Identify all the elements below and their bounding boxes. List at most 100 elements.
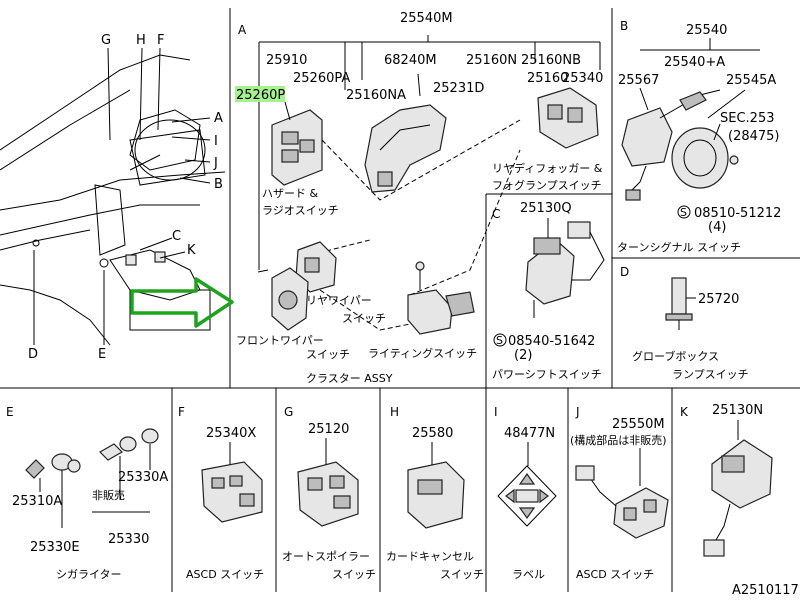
overview-label-i: I [214, 134, 218, 149]
part-25130n: 25130N [712, 403, 763, 418]
part-25160: 25160 [527, 71, 568, 86]
screw-symbol-letter: S [680, 206, 687, 219]
caption-rear-wiper-2: スイッチ [342, 312, 386, 325]
section-letter-g: G [284, 405, 293, 419]
ascd-switch-j-drawing [575, 465, 669, 539]
caption-lighting: ライティングスイッチ [368, 346, 477, 360]
section-letter-d: D [620, 265, 629, 279]
caption-cluster: クラスター ASSY [306, 372, 393, 385]
part-25231d: 25231D [433, 81, 484, 96]
caption-front-wiper-1: フロントワイパー [236, 334, 324, 347]
section-f: F 25340X ASCD スイッチ [178, 405, 264, 581]
caption-rear-defog-1: リヤディフォッガー & [492, 161, 603, 175]
part-25720: 25720 [698, 292, 739, 307]
ascd-switch-f-drawing [201, 461, 263, 523]
part-25160na: 25160NA [346, 88, 406, 103]
card-cancel-switch-drawing [407, 461, 465, 529]
caption-hazard-radio-1: ハザード & [262, 187, 318, 200]
caption-ascd-f: ASCD スイッチ [186, 568, 264, 581]
caption-rear-wiper-1: リヤワイパー [306, 294, 372, 307]
part-25160nb: 25160NB [521, 53, 581, 68]
screw-symbol [677, 205, 691, 219]
part-68240m: 68240M [384, 53, 437, 68]
part-08510-qty: (4) [708, 220, 726, 235]
caption-glovebox-1: グローブボックス [632, 349, 719, 363]
screw-symbol-c [493, 333, 507, 347]
section-b: B 25540 25540+A 25567 25545A SEC.253 (28… [617, 19, 781, 254]
glovebox-lamp-switch-drawing [665, 277, 696, 330]
highlight-arrow [130, 277, 234, 328]
dashboard-overview: G H F A I J B C K D E [0, 33, 226, 362]
section-letter-i: I [494, 405, 498, 419]
part-25540m: 25540M [400, 11, 453, 26]
section-e: E 非販売 25330A 25310A 25330E 25330 シガライター [6, 405, 168, 581]
hazard-radio-switch-drawing [271, 101, 323, 186]
caption-components-not-sold: (構成部品は非販売) [570, 433, 667, 447]
section-i: I 48477N ラベル [494, 405, 557, 581]
caption-spoiler-2: スイッチ [332, 568, 376, 581]
caption-turn-signal: ターンシグナル スイッチ [617, 240, 741, 254]
part-25330a: 25330A [118, 470, 168, 485]
part-48477n: 48477N [504, 426, 555, 441]
switch-k-drawing [703, 439, 773, 557]
part-25540a: 25540+A [664, 55, 725, 70]
caption-not-sold: 非販売 [92, 489, 125, 502]
section-letter-k: K [680, 405, 689, 419]
section-letter-h: H [390, 405, 399, 419]
overview-label-e: E [98, 347, 106, 362]
caption-cigar: シガライター [56, 568, 122, 581]
caption-power-shift: パワーシフトスイッチ [492, 368, 602, 381]
section-a: A 25540M 25910 25260PA 68240M 25160N 251… [235, 11, 603, 385]
auto-spoiler-switch-drawing [297, 461, 359, 527]
grid-frame [0, 8, 800, 592]
caption-front-wiper-2: スイッチ [306, 348, 350, 361]
section-c: C 25130Q S 08540-51642 (2) パワーシフトスイッチ [492, 201, 605, 381]
overview-label-f: F [157, 33, 164, 48]
cluster-bezel-drawing [364, 104, 447, 193]
part-25130q: 25130Q [520, 201, 572, 216]
part-25550m: 25550M [612, 417, 665, 432]
caption-card-cancel-2: スイッチ [440, 568, 484, 581]
caption-glovebox-2: ランプスイッチ [672, 368, 749, 381]
part-25260p: 25260P [236, 88, 285, 103]
screw-symbol-c-letter: S [496, 334, 503, 347]
part-25330e: 25330E [30, 540, 80, 555]
part-25567: 25567 [618, 73, 659, 88]
cigar-lighter-drawing [25, 428, 159, 528]
lighting-switch-drawing [407, 261, 475, 335]
overview-label-h: H [136, 33, 146, 48]
part-28475: (28475) [728, 129, 780, 144]
part-25910: 25910 [266, 53, 307, 68]
part-25580: 25580 [412, 426, 453, 441]
part-08540-qty: (2) [514, 348, 532, 363]
rear-wiper-switch-drawing [295, 241, 337, 293]
caption-rear-defog-2: フォグランプスイッチ [492, 178, 602, 192]
part-25545a: 25545A [726, 73, 776, 88]
part-25260pa: 25260PA [293, 71, 350, 86]
drawing-code: A2510117 [732, 583, 799, 598]
overview-label-d: D [28, 347, 38, 362]
part-25160n: 25160N [466, 53, 517, 68]
part-25120: 25120 [308, 422, 349, 437]
part-08540: 08540-51642 [508, 334, 595, 349]
section-letter-f: F [178, 405, 185, 419]
section-letter-c: C [492, 207, 500, 221]
overview-label-a: A [214, 111, 223, 126]
caption-ascd-j: ASCD スイッチ [576, 568, 654, 581]
overview-label-g: G [101, 33, 111, 48]
part-sec253: SEC.253 [720, 111, 775, 126]
part-25310a: 25310A [12, 494, 62, 509]
section-j: J 25550M (構成部品は非販売) ASCD スイッチ [570, 405, 669, 581]
section-d: D 25720 グローブボックス ランプスイッチ [620, 265, 749, 381]
section-letter-e: E [6, 405, 14, 419]
part-08510: 08510-51212 [694, 206, 781, 221]
turn-signal-switch-drawing [621, 87, 746, 201]
highlighted-part-marker [235, 86, 285, 102]
label-drawing [497, 465, 557, 527]
power-shift-switch-drawing [525, 218, 605, 318]
part-25540: 25540 [686, 23, 727, 38]
section-g: G 25120 オートスポイラー スイッチ [282, 405, 376, 581]
overview-label-b: B [214, 177, 223, 192]
caption-label: ラベル [512, 568, 545, 581]
